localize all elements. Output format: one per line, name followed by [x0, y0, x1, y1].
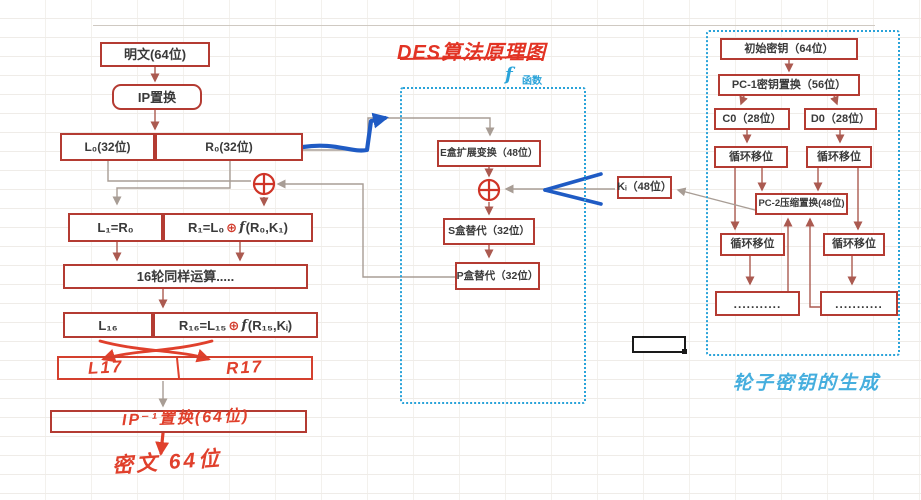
c0-box: C0（28位）: [714, 108, 790, 130]
hand-arrow-blue-ki-to-xor: [543, 172, 603, 206]
key-schedule-caption: 轮子密钥的生成: [733, 373, 881, 394]
l1-box: L₁=R₀: [68, 213, 163, 242]
shift-box-4: 循环移位: [823, 233, 885, 256]
xor-icon: [252, 172, 276, 196]
selected-cell[interactable]: [632, 336, 687, 354]
l16-box: L₁₆: [63, 312, 153, 338]
initial-key-box: 初始密钥（64位）: [720, 38, 858, 60]
ellipsis-box-1: ...........: [715, 291, 800, 316]
f-function-sublabel: 函数: [522, 76, 542, 87]
p-permutation-box: P盒替代（32位）: [455, 262, 540, 290]
pc1-box: PC-1密钥置换（56位）: [718, 74, 860, 96]
r1-box: R₁=L₀ ⊕f(R₀,K₁): [163, 213, 313, 242]
r0-box: R₀(32位): [155, 133, 303, 161]
ki-box: Kᵢ（48位）: [617, 176, 672, 199]
gridline-top: [93, 25, 875, 26]
ip-permutation-box: IP置换: [112, 84, 202, 110]
f-function-label: f: [505, 64, 513, 85]
handwritten-divider: [176, 357, 180, 379]
handwritten-down-arrow: [155, 431, 170, 456]
s-substitution-box: S盒替代（32位）: [443, 218, 535, 245]
page-title: DES算法原理图: [397, 42, 547, 64]
xor-icon: [477, 178, 501, 202]
pc2-box: PC-2压缩置换(48位): [755, 193, 848, 215]
shift-box-2: 循环移位: [806, 146, 872, 168]
handwritten-r17: R17: [225, 357, 264, 378]
ellipsis-box-2: ...........: [820, 291, 898, 316]
inverse-ip-box: [50, 410, 307, 433]
rounds-box: 16轮同样运算.....: [63, 264, 308, 289]
hand-arrow-blue-r0-to-f: [300, 112, 389, 153]
l0-box: L₀(32位): [60, 133, 155, 161]
shift-box-1: 循环移位: [714, 146, 788, 168]
key-schedule-container: [706, 30, 900, 356]
handwritten-l17: L17: [87, 357, 124, 378]
plaintext-box: 明文(64位): [100, 42, 210, 67]
d0-box: D0（28位）: [804, 108, 877, 130]
r16-box: R₁₆=L₁₅ ⊕f(R₁₅,Kᵢ): [153, 312, 318, 338]
shift-box-3: 循环移位: [720, 233, 785, 256]
title-underline: [399, 56, 534, 60]
e-expansion-box: E盒扩展变换（48位）: [437, 140, 541, 167]
f-function-container: [400, 87, 586, 404]
l17-r17-box: [57, 356, 313, 380]
